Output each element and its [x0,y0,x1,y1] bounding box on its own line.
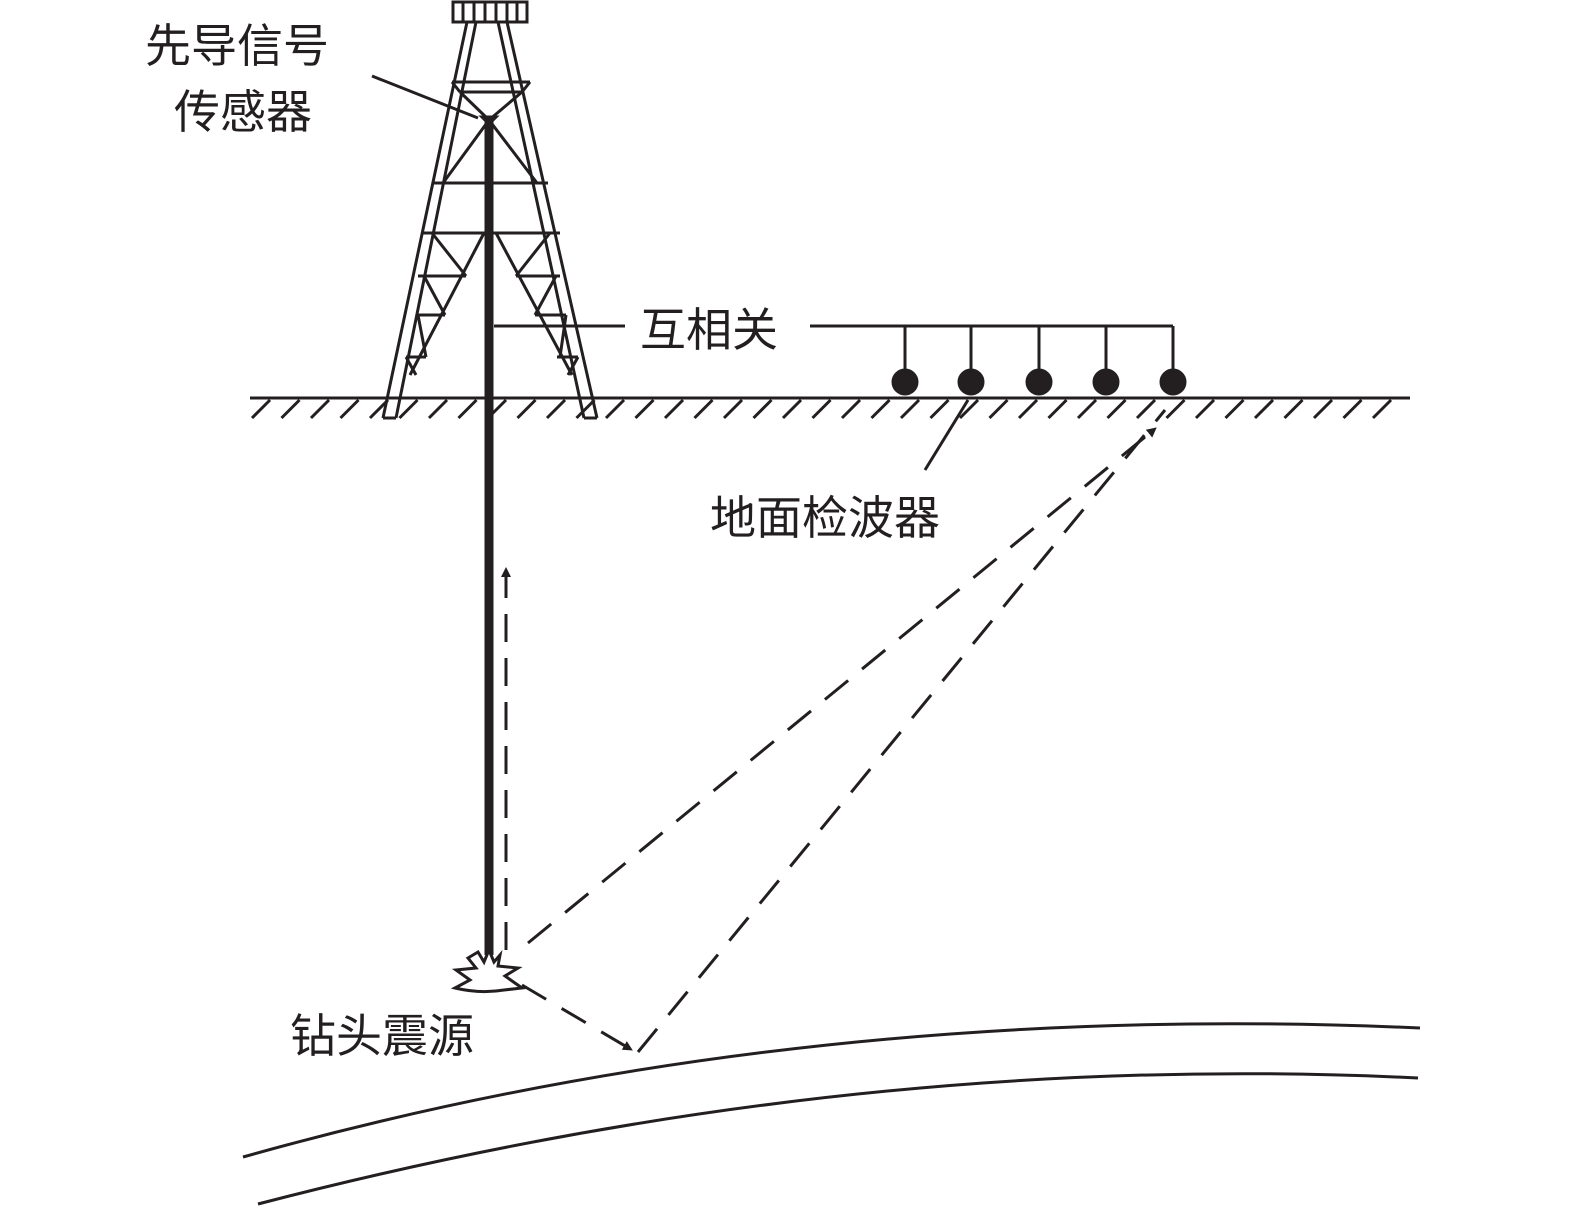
geophone-array [891,326,1187,396]
hatch-mark [1135,398,1157,420]
hatch-mark [1165,398,1186,420]
hatch-mark [604,398,626,420]
hatch-mark [368,398,390,420]
hatch-mark [398,398,419,420]
hatch-mark [1194,398,1216,420]
hatch-mark [840,398,862,420]
reflector-bottom [257,1072,1419,1206]
hatch-mark [1253,398,1275,420]
hatch-mark [929,398,950,420]
hatch-mark [1371,398,1393,420]
geophone-icon [891,368,919,396]
hatch-mark [575,398,596,420]
direct-ray-to-geophone [527,426,1157,945]
hatch-mark [722,398,744,420]
hatch-mark [781,398,803,420]
hatch-mark [250,398,272,420]
drill-bit-source-label: 钻头震源 [290,1009,474,1063]
pilot-sensor-mark [478,115,500,127]
hatch-mark [545,398,567,420]
hatch-mark [309,398,331,420]
hatch-mark [811,398,832,420]
geophone-icon [1025,368,1053,396]
geophone-icon [1092,368,1120,396]
hatch-mark [1017,398,1039,420]
hatch-mark [1106,398,1127,420]
hatch-mark [1047,398,1068,420]
reflected-ray [636,409,1167,1053]
hatch-mark [1283,398,1304,420]
hatch-mark [1342,398,1363,420]
hatch-mark [1312,398,1334,420]
drill-bit-burst-icon [450,946,527,994]
hatch-mark [457,398,478,420]
hatch-mark [280,398,301,420]
geophone-icon [957,368,985,396]
hatch-mark [693,398,714,420]
hatch-mark [486,398,508,420]
hatch-mark [516,398,537,420]
hatch-mark [1076,398,1098,420]
hatch-mark [634,398,655,420]
pilot-sensor-label-1: 先导信号 [145,19,329,73]
hatch-mark [427,398,449,420]
pilot-sensor-leader [371,74,479,120]
hatch-mark [1224,398,1245,420]
geophone-icon [1159,368,1187,396]
hatch-mark [870,398,891,420]
cross-correlation-label: 互相关 [640,303,778,357]
ground-hatching [250,398,1393,420]
crown-block [451,0,529,24]
hatch-mark [339,398,360,420]
geophone-leader [923,399,970,471]
surface-geophones-label: 地面检波器 [710,491,940,545]
ray-to-reflector [521,983,633,1052]
hatch-mark [663,398,685,420]
hatch-mark [988,398,1009,420]
hatch-mark [899,398,921,420]
pilot-sensor-label-2: 传感器 [174,85,312,139]
hatch-mark [958,398,980,420]
hatch-mark [752,398,773,420]
reflector-top [242,1022,1421,1159]
